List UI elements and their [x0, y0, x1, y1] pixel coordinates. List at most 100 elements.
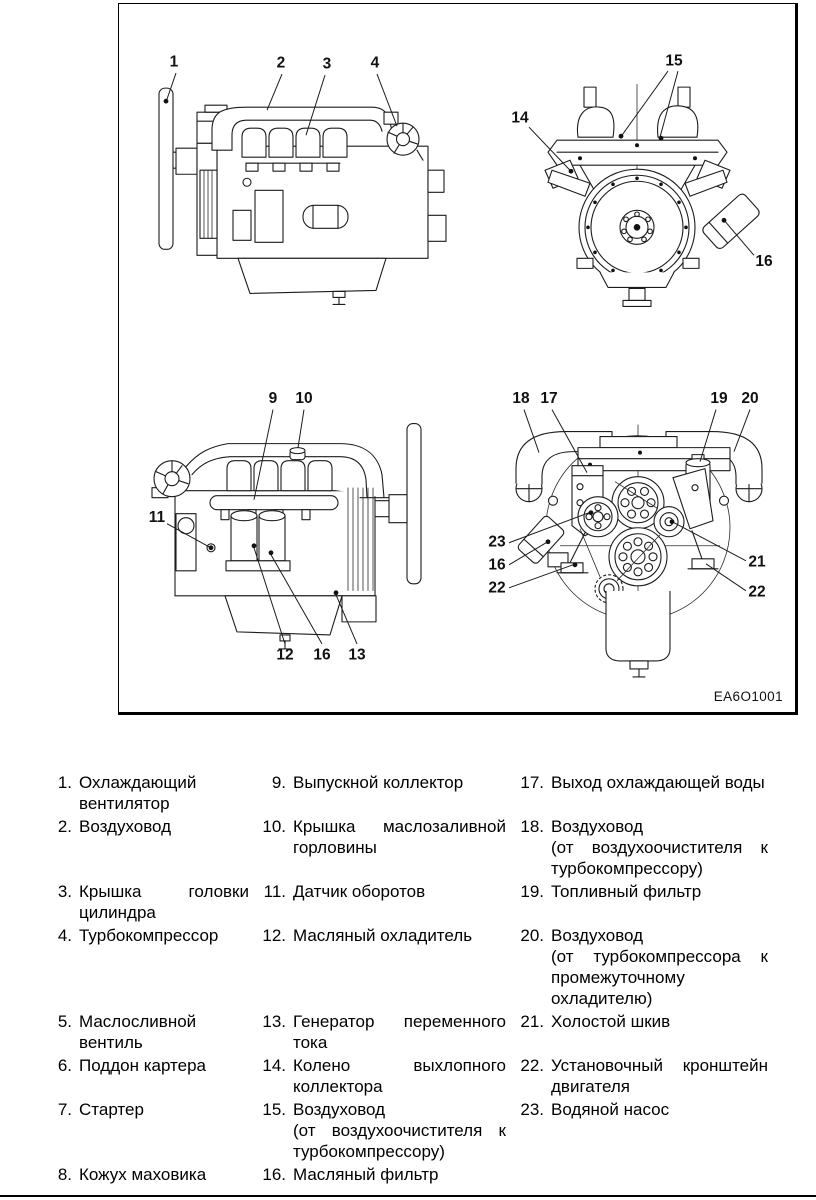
legend-item-text: Установочный кронштейн двигателя [551, 1056, 768, 1096]
legend-item: 3. Крышка головки цилиндра [52, 881, 256, 923]
legend-item-number: 2. [57, 817, 72, 836]
sump [605, 590, 671, 678]
legend-item: 9.Выпускной коллектор [256, 772, 512, 814]
bottom-supports [576, 257, 700, 307]
callout-leader-line [376, 73, 398, 127]
idle-pulley [653, 506, 685, 538]
legend-item [512, 1164, 768, 1185]
side-cover [232, 209, 252, 241]
cooling-fan [158, 87, 198, 250]
callout-leader-line [659, 70, 679, 138]
callout-leader-line [253, 409, 274, 500]
callout-dot [658, 135, 664, 141]
legend-item: 2. Воздуховод [52, 816, 256, 879]
legend-item: 19.Топливный фильтр [512, 881, 768, 923]
legend-item: 18.Воздуховод(от воздухоочистителя к тур… [512, 816, 768, 879]
callout-leader-line [166, 72, 177, 100]
callout-dot [251, 543, 257, 549]
callout-leader-line [724, 220, 755, 256]
callout-number: 20 [741, 390, 758, 407]
legend-item-text: Выпускной коллектор [293, 773, 464, 792]
flywheel-housing-edge [427, 169, 447, 242]
callout-leader-line [699, 409, 717, 462]
legend-item-text: Воздуховод [79, 817, 172, 836]
legend-item: 11.Датчик оборотов [256, 881, 512, 923]
water-pump-pulley [577, 496, 619, 538]
legend-item: 4.Турбокомпрессор [52, 925, 256, 1009]
callout-number: 4 [371, 55, 380, 72]
callout-leader-line [673, 522, 747, 562]
callout-dot [669, 519, 675, 525]
callout-dot [618, 133, 624, 139]
legend-item-text: Колено выхлопного коллектора [293, 1056, 506, 1096]
callout-number: 15 [665, 53, 683, 70]
callout-number: 16 [755, 253, 773, 270]
legend-item: 14. Колено выхлопного коллектора [256, 1055, 512, 1097]
legend-item-number: 19. [520, 882, 544, 901]
callout-dot [721, 217, 727, 223]
callout-dot [588, 510, 594, 516]
callout-number: 14 [511, 110, 529, 127]
legend-item-number: 6. [57, 1056, 72, 1075]
legend-item: 21. Холостой шкив [512, 1011, 768, 1053]
cooling-fan [374, 423, 422, 585]
callout-leader-line [335, 594, 358, 645]
legend-item: 6.Поддон картера [52, 1055, 256, 1097]
callout-leader-line [270, 554, 323, 645]
callout-dot [545, 539, 551, 545]
legend-item-note: (от воздухоочистителя к турбокомпрессору… [293, 1121, 506, 1161]
oil-filter [702, 193, 760, 249]
legend-item-text: Холостой шкив [551, 1012, 671, 1031]
legend-item-number: 7. [57, 1100, 72, 1119]
legend-item-number: 23. [520, 1100, 544, 1119]
turbocharger [151, 460, 191, 499]
air-duct-right [665, 431, 763, 503]
legend-item: 20.Воздуховод(от турбокомпрессора к пром… [512, 925, 768, 1009]
callout-leader-line [551, 409, 588, 473]
air-duct-left [515, 431, 613, 503]
legend-item-number: 1. [57, 773, 72, 792]
legend-item: 15.Воздуховод(от воздухоочистителя к тур… [256, 1099, 512, 1162]
callout-number: 3 [323, 56, 332, 73]
legend-item-note: (от воздухоочистителя к турбокомпрессору… [551, 838, 768, 878]
callout-number: 23 [488, 533, 506, 550]
legend-item-text: Крышка головки цилиндра [79, 882, 249, 922]
page-bottom-rule [0, 1195, 816, 1197]
legend-item-number: 15. [262, 1100, 286, 1119]
callout-leader-line [528, 126, 571, 171]
legend-item: 22. Установочный кронштейн двигателя [512, 1055, 768, 1097]
exhaust-manifold [245, 162, 341, 172]
legend-item-text: Охлаждающий вентилятор [79, 773, 197, 813]
legend-item-number: 3. [57, 882, 72, 901]
legend-item-number: 14. [262, 1056, 286, 1075]
legend-item: 17.Выход охлаждающей воды [512, 772, 768, 814]
callout-number: 17 [540, 390, 557, 407]
legend-item-number: 21. [520, 1012, 544, 1031]
flywheel-housing-bottom [341, 595, 377, 623]
legend-item-text: Кожух маховика [79, 1165, 207, 1184]
callout-number: 1 [170, 54, 179, 71]
legend-item-text: Генератор переменного тока [293, 1012, 506, 1052]
cylinder-head-covers [226, 460, 333, 492]
front-housing [175, 513, 216, 572]
bracket-tower-right [672, 468, 714, 530]
legend-item-text: Стартер [79, 1100, 144, 1119]
legend-item-number: 8. [57, 1165, 72, 1184]
callout-number: 2 [277, 55, 286, 72]
callout-number: 22 [488, 579, 505, 596]
callout-leader-line [253, 547, 286, 645]
legend-item-number: 4. [57, 926, 72, 945]
callout-leader-line [166, 523, 210, 548]
legend-item-text: Воздуховод(от воздухоочистителя к турбок… [551, 817, 768, 878]
legend-item-number: 22. [520, 1056, 544, 1075]
callout-leader-line [297, 409, 305, 448]
legend-item-number: 13. [262, 1012, 286, 1031]
legend-item: 8. Кожух маховика [52, 1164, 256, 1185]
callout-leader-line [733, 409, 751, 452]
legend-item-text: Масляный охладитель [293, 926, 473, 945]
